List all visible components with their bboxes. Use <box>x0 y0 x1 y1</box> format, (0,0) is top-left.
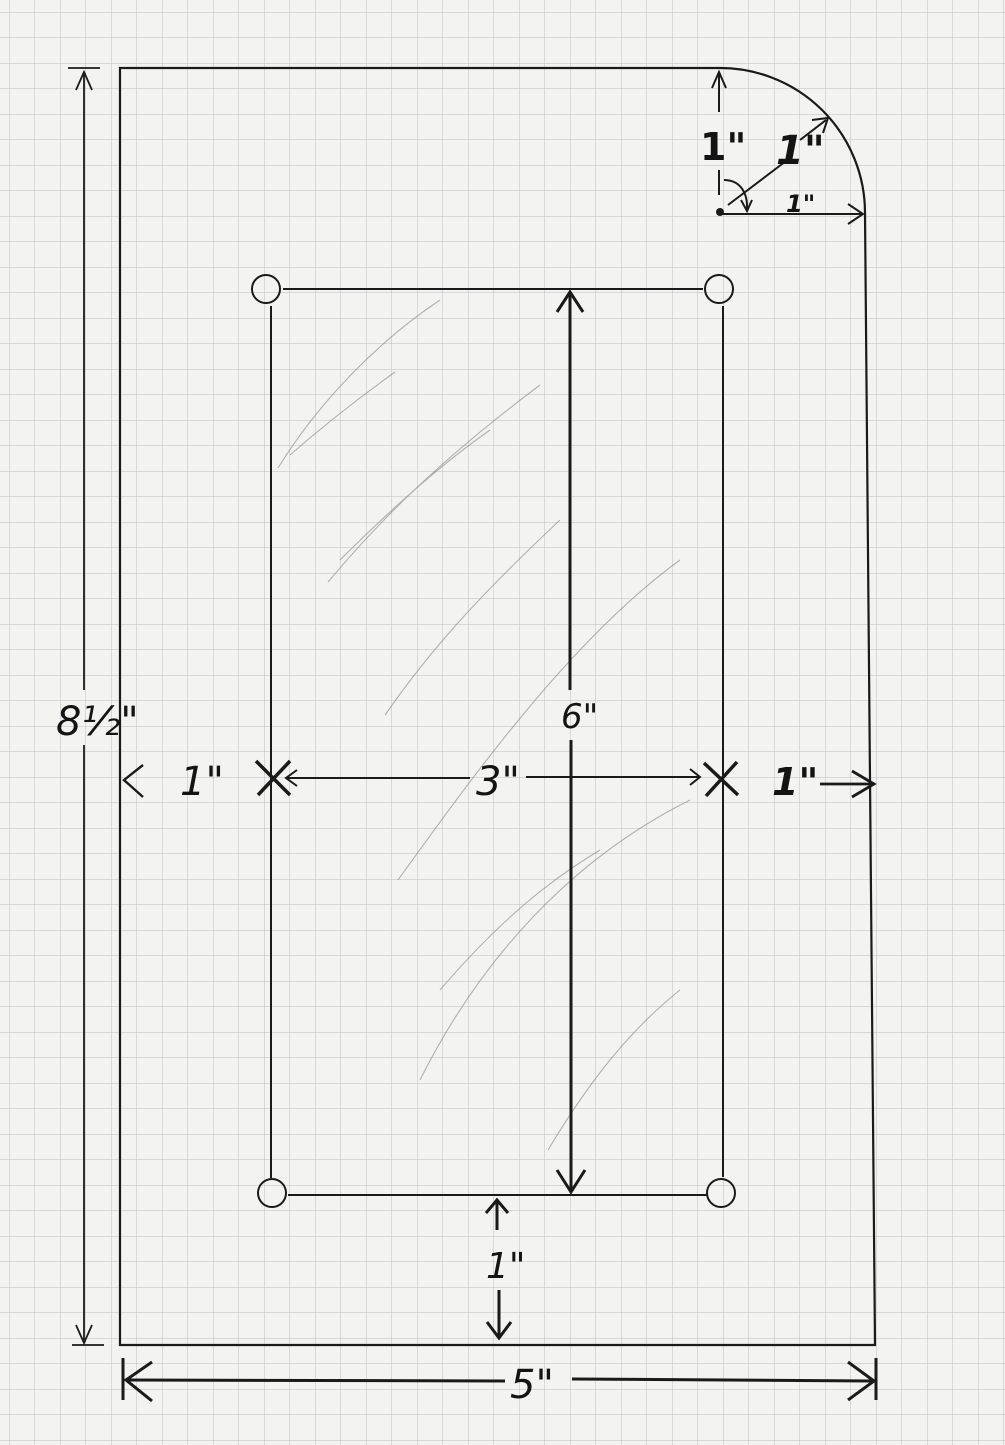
relief-circle-top-left <box>251 274 281 304</box>
corner-radius-label: 1" <box>776 128 825 174</box>
inner-window <box>251 274 736 1208</box>
total-width-label: 5" <box>510 1362 554 1408</box>
center-mark-right <box>702 760 740 798</box>
corner-construction <box>711 69 865 225</box>
dimension-total-width <box>121 1358 878 1403</box>
dimension-bottom-margin <box>484 1197 513 1341</box>
relief-circle-bottom-right <box>706 1178 736 1208</box>
corner-vertical-label: 1" <box>700 125 746 169</box>
dimension-horizontal <box>122 764 877 799</box>
pencil-hatching <box>277 299 691 1151</box>
relief-circle-bottom-left <box>257 1178 287 1208</box>
dimension-inner-height <box>555 289 587 1195</box>
center-mark-left <box>254 759 292 797</box>
relief-circle-top-right <box>704 274 734 304</box>
right-margin-label: 1" <box>772 760 818 804</box>
bottom-margin-label: 1" <box>486 1246 525 1287</box>
dimension-total-height <box>68 67 104 1346</box>
total-height-label: 8½" <box>56 699 139 745</box>
inner-height-label: 6" <box>561 697 598 737</box>
left-margin-label: 1" <box>180 759 224 805</box>
corner-horizontal-label: 1" <box>786 190 815 218</box>
inner-width-label: 3" <box>476 759 520 805</box>
